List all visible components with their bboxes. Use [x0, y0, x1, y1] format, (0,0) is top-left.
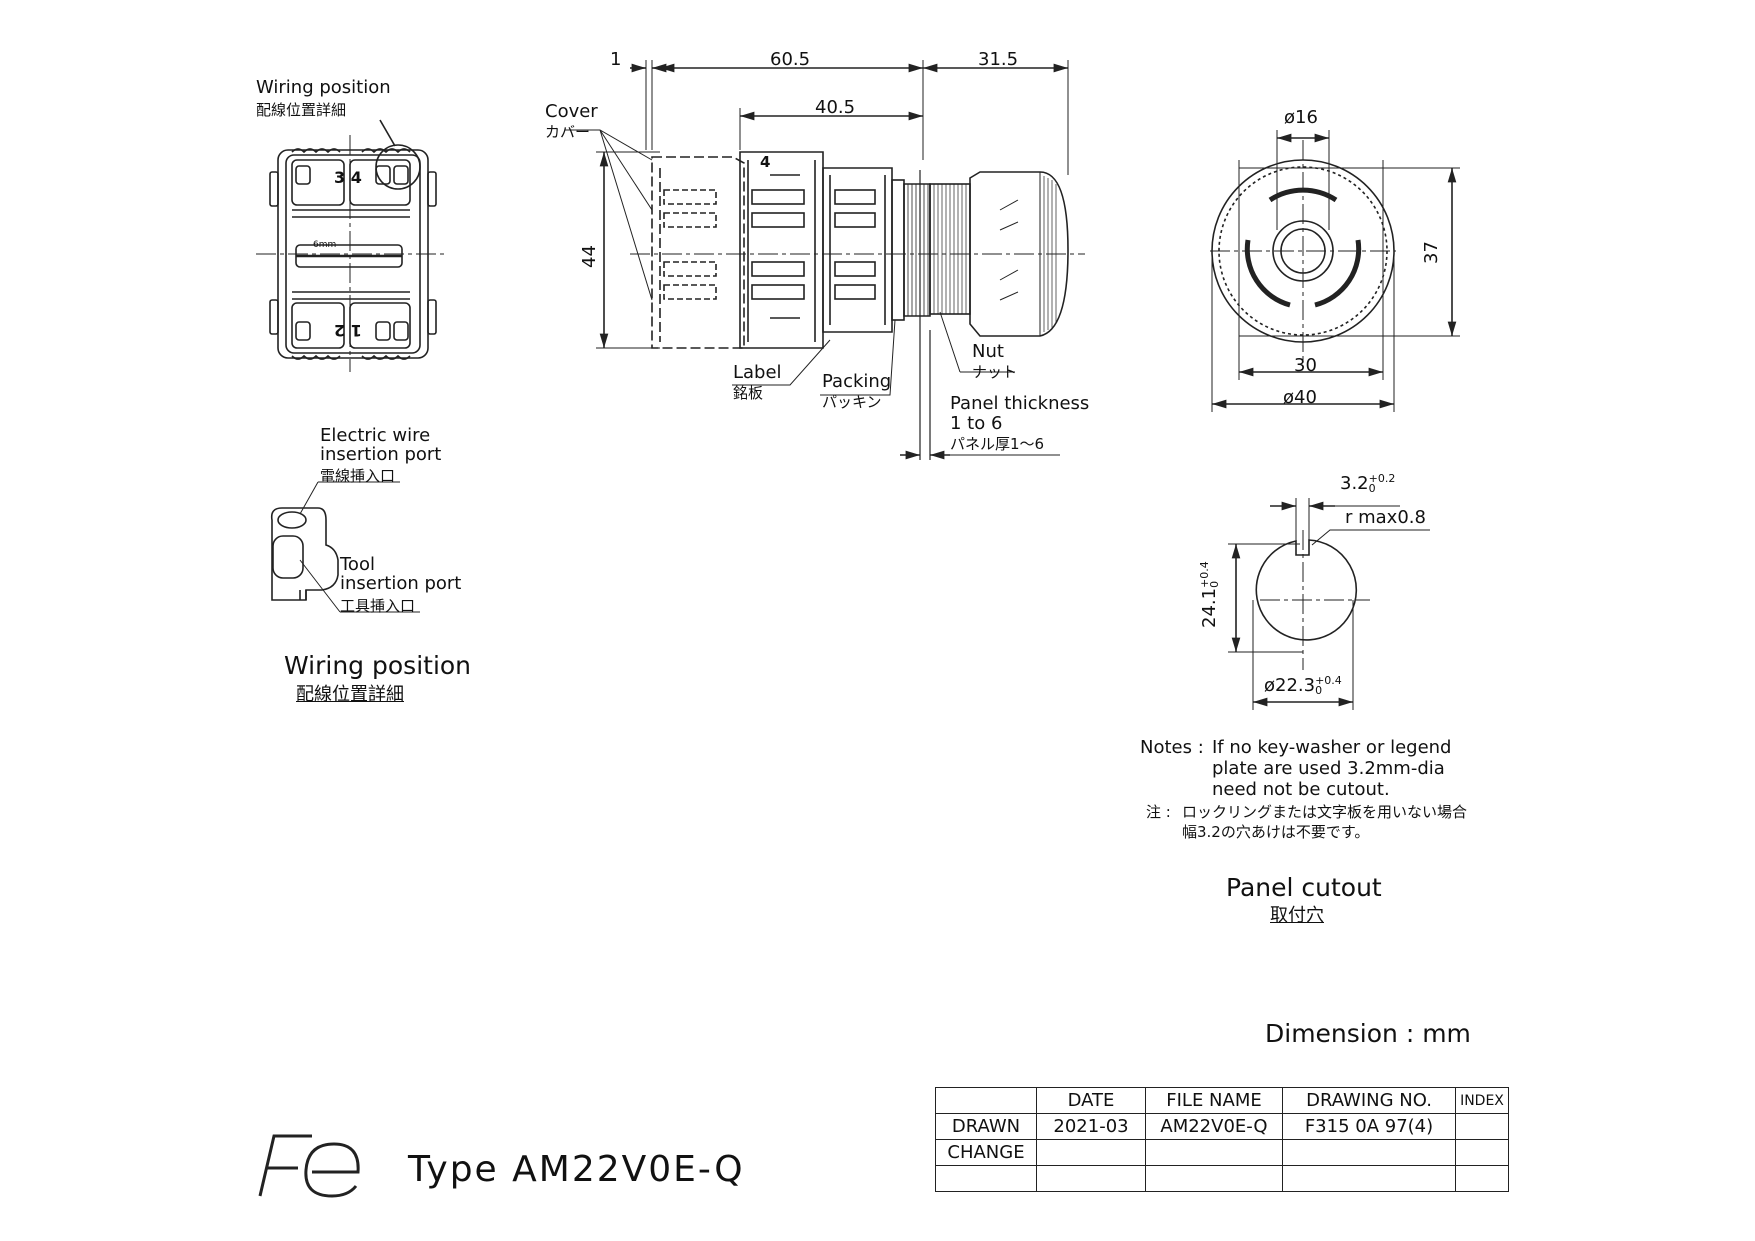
cover-label-jp: カバー: [545, 123, 591, 141]
title-block-header-cell: FILE NAME: [1145, 1087, 1283, 1114]
title-block-cell: [1145, 1165, 1283, 1192]
title-block-row: DRAWN 2021-03 AM22V0E-Q F315 0A 97(4): [935, 1113, 1509, 1140]
dim-31-5: 31.5: [978, 49, 1019, 70]
dia-40: ø40: [1283, 387, 1317, 408]
title-block-header-cell: [935, 1087, 1037, 1114]
notes-line-3: need not be cutout.: [1212, 779, 1390, 800]
fe-logo-icon: [258, 1134, 360, 1198]
dimension-unit: Dimension : mm: [1265, 1019, 1471, 1048]
title-block-cell: 2021-03: [1036, 1113, 1146, 1140]
cutout-title-jp: 取付穴: [1270, 905, 1324, 926]
dim-60-5: 60.5: [770, 49, 811, 70]
title-block-cell: F315 0A 97(4): [1282, 1113, 1456, 1140]
title-block-cell: [1282, 1165, 1456, 1192]
tool-port-en-1: Tool: [340, 554, 375, 575]
title-block-cell: [1455, 1113, 1509, 1140]
dim-44: 44: [579, 245, 600, 268]
packing-en: Packing: [822, 371, 892, 392]
title-block-row: CHANGE: [935, 1139, 1509, 1166]
rear-view: [256, 119, 448, 372]
dia-16: ø16: [1284, 107, 1318, 128]
title-block-cell: AM22V0E-Q: [1145, 1113, 1283, 1140]
tool-port-en-2: insertion port: [340, 573, 462, 594]
panel-cutout-view: [1228, 498, 1430, 710]
cutout-title-en: Panel cutout: [1226, 873, 1382, 902]
r-max: r max0.8: [1345, 507, 1426, 528]
title-block-cell: [1455, 1165, 1509, 1192]
panel-thickness-range: 1 to 6: [950, 413, 1003, 434]
nut-jp: ナット: [972, 363, 1018, 381]
notes-jp-line-2: 幅3.2の穴あけは不要です。: [1182, 823, 1370, 841]
title-block-cell: [1036, 1165, 1146, 1192]
terminal-label-bottom: 1 2: [334, 321, 362, 340]
title-block-cell: CHANGE: [935, 1139, 1037, 1166]
wiring-title-en: Wiring position: [284, 651, 472, 680]
dim-40-5: 40.5: [815, 97, 856, 118]
front-view: [1210, 130, 1460, 412]
wire-port-en-1: Electric wire: [320, 425, 431, 446]
title-block-cell: [1455, 1139, 1509, 1166]
nut-en: Nut: [972, 341, 1004, 362]
notes-jp-line-1: ロックリングまたは文字板を用いない場合: [1182, 803, 1468, 821]
terminal-label-top: 3 4: [334, 168, 362, 187]
side-terminal-mark: 4: [760, 153, 771, 171]
title-block-cell: [1282, 1139, 1456, 1166]
wiring-detail: [270, 481, 420, 613]
title-block-cell: DRAWN: [935, 1113, 1037, 1140]
notes-line-2: plate are used 3.2mm-dia: [1212, 758, 1445, 779]
title-block-cell: [935, 1165, 1037, 1192]
title-block-cell: [1036, 1139, 1146, 1166]
title-block-header-cell: DATE: [1036, 1087, 1146, 1114]
dim-1: 1: [610, 49, 622, 70]
rear-title-jp: 配線位置詳細: [256, 101, 347, 119]
title-block-cell: [1145, 1139, 1283, 1166]
wire-port-jp: 電線挿入口: [320, 467, 396, 485]
label-jp: 銘板: [733, 384, 764, 402]
side-view: [565, 60, 1085, 460]
wire-port-en-2: insertion port: [320, 444, 442, 465]
label-en: Label: [733, 362, 782, 383]
cover-label-en: Cover: [545, 101, 598, 122]
title-block-header-cell: INDEX: [1455, 1087, 1509, 1114]
panel-thickness-jp: パネル厚1～6: [950, 435, 1045, 453]
panel-thickness-en: Panel thickness: [950, 393, 1090, 414]
dim-37: 37: [1421, 241, 1442, 264]
dim-30: 30: [1294, 355, 1317, 376]
notes-prefix: Notes :: [1140, 737, 1204, 758]
title-block-row: [935, 1165, 1509, 1192]
title-block: DATE FILE NAME DRAWING NO. INDEX DRAWN 2…: [935, 1087, 1509, 1192]
wiring-title-jp: 配線位置詳細: [296, 684, 404, 705]
rear-badge: 6mm: [313, 240, 337, 250]
tool-port-jp: 工具挿入口: [340, 597, 416, 615]
type-label: Type AM22V0E-Q: [408, 1149, 745, 1190]
rear-title-en: Wiring position: [256, 77, 391, 98]
notes-jp-prefix: 注 :: [1146, 803, 1171, 821]
title-block-header-cell: DRAWING NO.: [1282, 1087, 1456, 1114]
packing-jp: パッキン: [822, 393, 882, 411]
notes-line-1: If no key-washer or legend: [1212, 737, 1452, 758]
title-block-header-row: DATE FILE NAME DRAWING NO. INDEX: [935, 1087, 1509, 1114]
